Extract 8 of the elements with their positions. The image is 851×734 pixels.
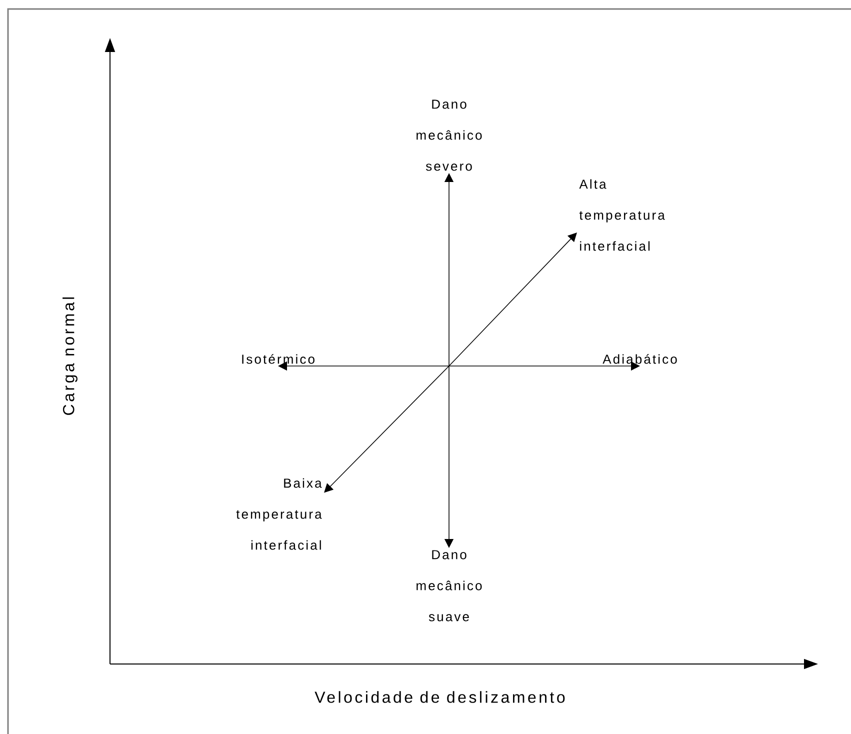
region-label: Isotérmico — [242, 354, 314, 364]
region-label: Alta temperatura interfacial — [579, 179, 665, 251]
region-label: Dano mecânico severo — [416, 100, 482, 171]
region-label: Adiabático — [602, 354, 677, 364]
axis-label: Velocidade de deslizamento — [314, 691, 565, 703]
region-label: Dano mecânico suave — [416, 550, 482, 622]
region-label: Baixa temperatura interfacial — [236, 478, 322, 550]
axis-label: Carga normal — [62, 297, 78, 415]
